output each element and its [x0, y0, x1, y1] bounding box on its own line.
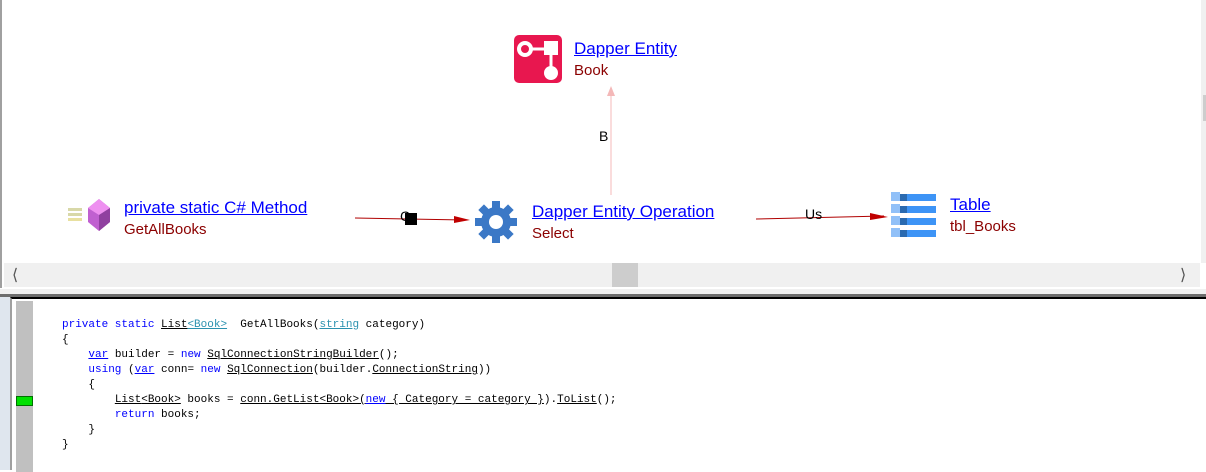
code-token: books =: [180, 394, 241, 406]
code-token: books;: [161, 409, 201, 421]
edge-label-method-op: C: [400, 208, 411, 224]
code-line: private static List<Book> GetAllBooks(st…: [62, 318, 617, 333]
diagram-edges: [354, 86, 888, 225]
code-token: ConnectionString: [372, 364, 478, 376]
vertical-scroll-thumb[interactable]: [1203, 95, 1206, 121]
code-token: builder =: [108, 349, 181, 361]
scroll-right-icon[interactable]: ⟩: [1180, 267, 1187, 284]
code-token: )): [477, 364, 492, 376]
horizontal-scrollbar[interactable]: ⟨ ⟩: [4, 263, 1200, 287]
code-line: var builder = new SqlConnectionStringBui…: [62, 348, 617, 363]
method-subtitle: GetAllBooks: [124, 221, 207, 238]
code-token: return: [114, 409, 162, 421]
code-token: ).: [543, 394, 558, 406]
operation-subtitle: Select: [532, 225, 574, 242]
code-lines: private static List<Book> GetAllBooks(st…: [62, 318, 617, 453]
code-token: new: [200, 364, 228, 376]
code-token: new: [365, 394, 386, 406]
code-token: GetAllBooks(: [227, 319, 320, 331]
code-token: new: [180, 349, 208, 361]
code-token: ();: [378, 349, 399, 361]
method-cube-icon: [68, 199, 110, 231]
code-token: (: [128, 364, 135, 376]
table-icon: [891, 192, 936, 237]
method-title-link[interactable]: private static C# Method: [124, 198, 308, 217]
arrowhead: [454, 216, 470, 223]
code-token: string: [319, 319, 360, 331]
code-line: }: [62, 438, 617, 453]
operation-title-link[interactable]: Dapper Entity Operation: [532, 202, 715, 221]
code-token: ();: [596, 394, 617, 406]
entity-title-link[interactable]: Dapper Entity: [574, 39, 677, 58]
code-token: {: [62, 379, 96, 391]
code-token: {: [62, 334, 69, 346]
code-token: <Book>: [187, 319, 228, 331]
code-editor[interactable]: private static List<Book> GetAllBooks(st…: [10, 297, 1206, 472]
code-line: List<Book> books = conn.GetList<Book>(ne…: [62, 393, 617, 408]
arrowhead: [607, 86, 615, 96]
pane-splitter[interactable]: [0, 289, 1206, 297]
table-title-link[interactable]: Table: [950, 195, 991, 214]
left-panel-edge: [0, 297, 10, 470]
code-token: [62, 394, 115, 406]
code-token: [62, 409, 115, 421]
code-token: SqlConnectionStringBuilder: [207, 349, 379, 361]
editor-gutter: [16, 301, 33, 472]
code-token: var: [134, 364, 155, 376]
code-line: {: [62, 333, 617, 348]
code-token: }: [62, 424, 96, 436]
code-token: (builder.: [312, 364, 373, 376]
code-token: }: [62, 439, 69, 451]
gear-icon: [475, 201, 517, 243]
edge-label-op-entity: B: [599, 128, 609, 144]
table-subtitle: tbl_Books: [950, 218, 1016, 235]
code-token: ToList: [557, 394, 597, 406]
code-line: return books;: [62, 408, 617, 423]
code-line: using (var conn= new SqlConnection(build…: [62, 363, 617, 378]
edge-label-op-table: Us: [805, 206, 823, 222]
scroll-left-icon[interactable]: ⟨: [12, 267, 19, 284]
code-token: List: [161, 319, 188, 331]
code-token: SqlConnection: [227, 364, 313, 376]
code-token: conn=: [154, 364, 201, 376]
code-token: List: [114, 394, 142, 406]
entity-subtitle: Book: [574, 62, 609, 79]
vertical-scrollbar[interactable]: [1201, 0, 1206, 263]
code-line: }: [62, 423, 617, 438]
code-token: var: [88, 349, 109, 361]
code-token: category): [359, 319, 426, 331]
code-token: private static: [62, 319, 162, 331]
code-token: conn.GetList<Book>(: [240, 394, 366, 406]
code-token: using: [88, 364, 129, 376]
code-token: { Category = category }: [385, 394, 544, 406]
code-token: <Book>: [141, 394, 181, 406]
edge-marker: [405, 213, 417, 225]
arrowhead: [870, 213, 888, 220]
entity-icon: [514, 35, 562, 83]
current-line-marker: [16, 396, 33, 406]
code-line: {: [62, 378, 617, 393]
dependency-diagram: B C Us Dapper Entity Book private static…: [0, 0, 1206, 288]
edge-op-to-table: [755, 215, 885, 220]
code-token: [62, 364, 88, 376]
horizontal-scroll-thumb[interactable]: [612, 263, 638, 287]
code-token: [62, 349, 88, 361]
